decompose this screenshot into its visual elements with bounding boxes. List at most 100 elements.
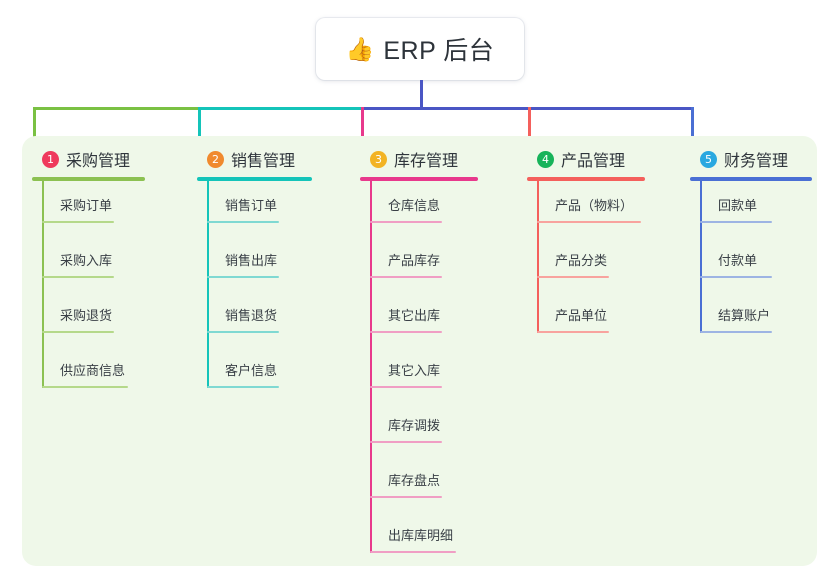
leaf-node-underline [207, 276, 279, 278]
leaf-node-underline [370, 386, 442, 388]
leaf-node[interactable]: 库存调拨 [360, 401, 478, 456]
leaf-node[interactable]: 客户信息 [197, 346, 312, 401]
leaf-node-underline [537, 331, 609, 333]
leaf-node-underline [207, 221, 279, 223]
leaf-node-underline [370, 551, 456, 553]
connector-bar-seg-3 [361, 107, 694, 110]
leaf-node-label: 采购订单 [60, 198, 113, 213]
leaf-node-underline [207, 386, 279, 388]
leaf-node[interactable]: 产品库存 [360, 236, 478, 291]
leaf-node-underline [42, 386, 128, 388]
branch-underline [690, 177, 812, 181]
root-node[interactable]: 👍 ERP 后台 [316, 18, 524, 80]
connector-bar-seg-2 [198, 107, 361, 110]
leaf-node-label: 产品（物料） [555, 198, 634, 213]
branch-title: 财务管理 [724, 153, 789, 170]
leaf-node-underline [42, 221, 114, 223]
leaf-node-label: 销售出库 [225, 253, 278, 268]
thumbs-up-icon: 👍 [345, 35, 375, 62]
branch-spine [42, 181, 44, 388]
branch-column-2: 2 销售管理销售订单销售出库销售退货客户信息 [197, 146, 312, 401]
leaf-node[interactable]: 出库库明细 [360, 511, 478, 566]
branch-column-1: 1 采购管理采购订单采购入库采购退货供应商信息 [32, 146, 145, 401]
connector-drop-4 [528, 107, 531, 142]
branch-header-2[interactable]: 2 销售管理 [207, 146, 312, 172]
leaf-node-label: 其它出库 [388, 308, 441, 323]
leaf-node[interactable]: 付款单 [690, 236, 812, 291]
leaf-node-underline [42, 276, 114, 278]
branch-spine [207, 181, 209, 388]
leaf-node[interactable]: 其它出库 [360, 291, 478, 346]
leaf-node[interactable]: 销售订单 [197, 181, 312, 236]
leaf-node[interactable]: 回款单 [690, 181, 812, 236]
leaf-node-label: 其它入库 [388, 363, 441, 378]
leaf-node-label: 产品库存 [388, 253, 441, 268]
leaf-node[interactable]: 其它入库 [360, 346, 478, 401]
branch-column-5: 5 财务管理回款单付款单结算账户 [690, 146, 812, 346]
branch-items: 产品（物料） 产品分类产品单位 [527, 181, 645, 346]
leaf-node-underline [700, 331, 772, 333]
branch-number-badge: 3 [370, 150, 387, 168]
leaf-node-label: 出库库明细 [388, 528, 454, 543]
branch-spine [700, 181, 702, 333]
leaf-node-label: 销售订单 [225, 198, 278, 213]
leaf-node-label: 供应商信息 [60, 363, 126, 378]
branch-header-5[interactable]: 5 财务管理 [700, 146, 812, 172]
leaf-node-underline [537, 276, 609, 278]
leaf-node[interactable]: 库存盘点 [360, 456, 478, 511]
branch-title: 库存管理 [394, 153, 459, 170]
branch-column-3: 3 库存管理仓库信息产品库存其它出库其它入库库存调拨库存盘点出库库明细 [360, 146, 478, 566]
branch-title: 销售管理 [231, 153, 296, 170]
branch-number-badge: 2 [207, 150, 224, 168]
leaf-node-label: 产品单位 [555, 308, 608, 323]
leaf-node[interactable]: 供应商信息 [32, 346, 145, 401]
branch-items: 销售订单销售出库销售退货客户信息 [197, 181, 312, 401]
branch-spine [370, 181, 372, 553]
leaf-node-label: 付款单 [718, 253, 758, 268]
leaf-node[interactable]: 销售退货 [197, 291, 312, 346]
leaf-node[interactable]: 采购退货 [32, 291, 145, 346]
branch-title: 采购管理 [66, 153, 131, 170]
connector-bar-seg-1 [33, 107, 198, 110]
leaf-node-label: 库存调拨 [388, 418, 441, 433]
branch-items: 采购订单采购入库采购退货供应商信息 [32, 181, 145, 401]
leaf-node-label: 库存盘点 [388, 473, 441, 488]
leaf-node-underline [207, 331, 279, 333]
connector-trunk [420, 80, 423, 110]
leaf-node[interactable]: 采购订单 [32, 181, 145, 236]
leaf-node-underline [700, 276, 772, 278]
branch-panel [22, 136, 817, 566]
leaf-node[interactable]: 仓库信息 [360, 181, 478, 236]
branch-spine [537, 181, 539, 333]
leaf-node-underline [370, 221, 442, 223]
branch-header-3[interactable]: 3 库存管理 [370, 146, 478, 172]
leaf-node-underline [370, 441, 442, 443]
branch-underline [360, 177, 478, 181]
leaf-node[interactable]: 产品单位 [527, 291, 645, 346]
branch-items: 仓库信息产品库存其它出库其它入库库存调拨库存盘点出库库明细 [360, 181, 478, 566]
leaf-node[interactable]: 产品分类 [527, 236, 645, 291]
leaf-node-label: 回款单 [718, 198, 758, 213]
leaf-node-label: 结算账户 [718, 308, 771, 323]
connector-drop-5 [691, 107, 694, 142]
leaf-node[interactable]: 销售出库 [197, 236, 312, 291]
branch-underline [197, 177, 312, 181]
branch-title: 产品管理 [561, 153, 626, 170]
leaf-node-underline [42, 331, 114, 333]
leaf-node-underline [370, 331, 442, 333]
branch-header-1[interactable]: 1 采购管理 [42, 146, 145, 172]
branch-items: 回款单付款单结算账户 [690, 181, 812, 346]
branch-underline [527, 177, 645, 181]
leaf-node-underline [700, 221, 772, 223]
leaf-node[interactable]: 产品（物料） [527, 181, 645, 236]
leaf-node[interactable]: 采购入库 [32, 236, 145, 291]
leaf-node[interactable]: 结算账户 [690, 291, 812, 346]
branch-underline [32, 177, 145, 181]
branch-number-badge: 5 [700, 150, 717, 168]
leaf-node-underline [537, 221, 641, 223]
connector-drop-1 [33, 107, 36, 142]
branch-number-badge: 1 [42, 150, 59, 168]
